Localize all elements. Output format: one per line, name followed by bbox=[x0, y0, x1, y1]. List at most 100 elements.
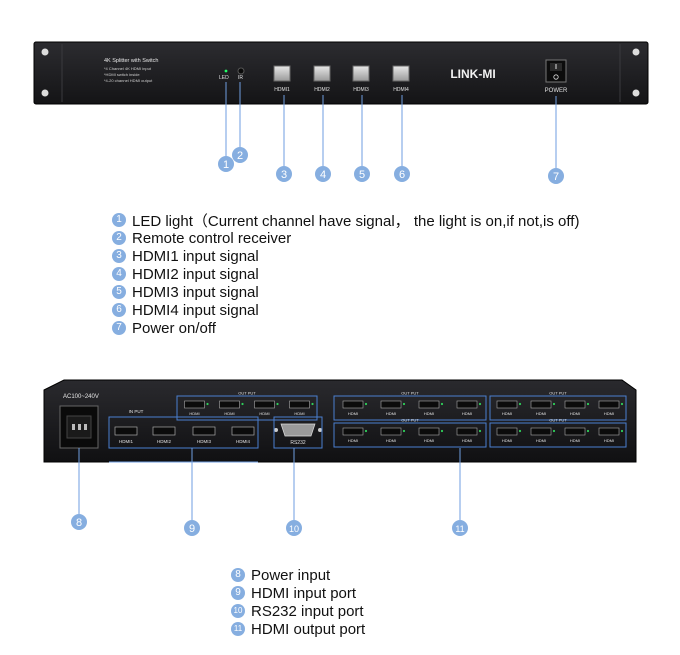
hdmi-output-label: HDMI bbox=[536, 438, 546, 443]
hdmi1-button-label: HDMI1 bbox=[274, 87, 290, 93]
hdmi-output-label: HDMI bbox=[604, 411, 614, 416]
output-led bbox=[586, 402, 590, 406]
hdmi-output-label: HDMI bbox=[348, 438, 358, 443]
hdmi-output-port[interactable] bbox=[564, 400, 586, 409]
output-led bbox=[364, 402, 368, 406]
hdmi-output-label: HDMI bbox=[348, 411, 358, 416]
power-switch[interactable] bbox=[545, 59, 567, 83]
hdmi-output-port[interactable] bbox=[598, 400, 620, 409]
hdmi-output-port[interactable] bbox=[598, 427, 620, 436]
callout-2 bbox=[232, 147, 248, 163]
power-label: POWER bbox=[545, 88, 568, 94]
legend-text: HDMI4 input signal bbox=[132, 301, 259, 319]
hdmi-output-port[interactable] bbox=[456, 400, 478, 409]
ir-receiver bbox=[237, 67, 245, 75]
hdmi1-input-port[interactable]: HDMI1 bbox=[114, 426, 138, 444]
hdmi-output-label: HDMI bbox=[224, 411, 234, 416]
callout-4-label: 4 bbox=[320, 169, 326, 181]
rs232-label: RS232 bbox=[290, 440, 306, 446]
hdmi-output-label: HDMI bbox=[502, 438, 512, 443]
hdmi3-input-port[interactable]: HDMI3 bbox=[192, 426, 216, 444]
led-indicator bbox=[224, 69, 228, 73]
output-label: OUT PUT bbox=[401, 391, 419, 396]
callout-6 bbox=[394, 166, 410, 182]
hdmi-output-label: HDMI bbox=[386, 438, 396, 443]
hdmi-output-label: HDMI bbox=[502, 411, 512, 416]
output-led bbox=[586, 429, 590, 433]
hdmi-output-port[interactable] bbox=[564, 427, 586, 436]
hdmi-output-port[interactable] bbox=[184, 400, 205, 409]
legend-text: LED light（Current channel have signal， t… bbox=[132, 212, 580, 230]
callout-7 bbox=[548, 168, 564, 184]
hdmi2-input-port[interactable]: HDMI2 bbox=[152, 426, 176, 444]
hdmi-output-port[interactable] bbox=[380, 427, 402, 436]
hdmi-output-label: HDMI bbox=[424, 438, 434, 443]
callout-2-label: 2 bbox=[237, 150, 243, 162]
hdmi-output-port[interactable] bbox=[418, 427, 440, 436]
rack-hole bbox=[632, 48, 640, 56]
output-led bbox=[241, 402, 244, 406]
rear-panel: AC100~240V IN PUT HDMI1 HDMI2 HDMI3 HDMI… bbox=[43, 379, 637, 463]
output-led bbox=[402, 429, 406, 433]
callout-1 bbox=[218, 156, 234, 172]
hdmi1-input-label: HDMI1 bbox=[119, 439, 133, 444]
hdmi3-button[interactable]: HDMI3 bbox=[352, 65, 370, 93]
hdmi-output-port[interactable] bbox=[496, 400, 518, 409]
hdmi-output-label: HDMI bbox=[259, 411, 269, 416]
callout-9 bbox=[184, 520, 200, 536]
legend-text: HDMI1 input signal bbox=[132, 247, 259, 265]
hdmi-output-port[interactable] bbox=[342, 427, 364, 436]
hdmi-output-label: HDMI bbox=[189, 411, 199, 416]
legend-text: Remote control receiver bbox=[132, 229, 292, 247]
rs232-port[interactable] bbox=[274, 423, 322, 437]
callout-3 bbox=[276, 166, 292, 182]
output-label: OUT PUT bbox=[238, 391, 256, 396]
legend-number: 11 bbox=[231, 622, 245, 636]
output-box bbox=[176, 395, 318, 421]
callout-5 bbox=[354, 166, 370, 182]
callout-6-label: 6 bbox=[399, 169, 405, 181]
hdmi-output-port[interactable] bbox=[530, 400, 552, 409]
hdmi-output-port[interactable] bbox=[418, 400, 440, 409]
output-led bbox=[440, 429, 444, 433]
hdmi2-button[interactable]: HDMI2 bbox=[313, 65, 331, 93]
hdmi-output-port[interactable] bbox=[219, 400, 240, 409]
hdmi-output-port[interactable] bbox=[254, 400, 275, 409]
output-label: OUT PUT bbox=[401, 418, 419, 423]
output-box bbox=[489, 422, 627, 448]
hdmi-output-label: HDMI bbox=[386, 411, 396, 416]
front-panel-body bbox=[33, 41, 649, 105]
hdmi-output-port[interactable] bbox=[496, 427, 518, 436]
legend-number: 3 bbox=[112, 249, 126, 263]
output-led bbox=[311, 402, 314, 406]
output-led bbox=[518, 429, 522, 433]
hdmi-output-port[interactable] bbox=[380, 400, 402, 409]
hdmi2-button-label: HDMI2 bbox=[314, 87, 330, 93]
power-inlet[interactable] bbox=[59, 405, 99, 449]
hdmi-output-port[interactable] bbox=[456, 427, 478, 436]
legend-number: 4 bbox=[112, 267, 126, 281]
hdmi2-input-label: HDMI2 bbox=[157, 439, 171, 444]
hdmi-output-port[interactable] bbox=[530, 427, 552, 436]
hdmi-output-port[interactable] bbox=[289, 400, 310, 409]
hdmi4-input-port[interactable]: HDMI4 bbox=[231, 426, 255, 444]
hdmi1-button[interactable]: HDMI1 bbox=[273, 65, 291, 93]
legend-number: 7 bbox=[112, 321, 126, 335]
front-callout-lines bbox=[225, 82, 557, 168]
output-led bbox=[620, 402, 624, 406]
output-led bbox=[478, 429, 482, 433]
output-led bbox=[552, 402, 556, 406]
ir-label: IR bbox=[238, 75, 243, 81]
hdmi4-button[interactable]: HDMI4 bbox=[392, 65, 410, 93]
hdmi-output-port[interactable] bbox=[342, 400, 364, 409]
